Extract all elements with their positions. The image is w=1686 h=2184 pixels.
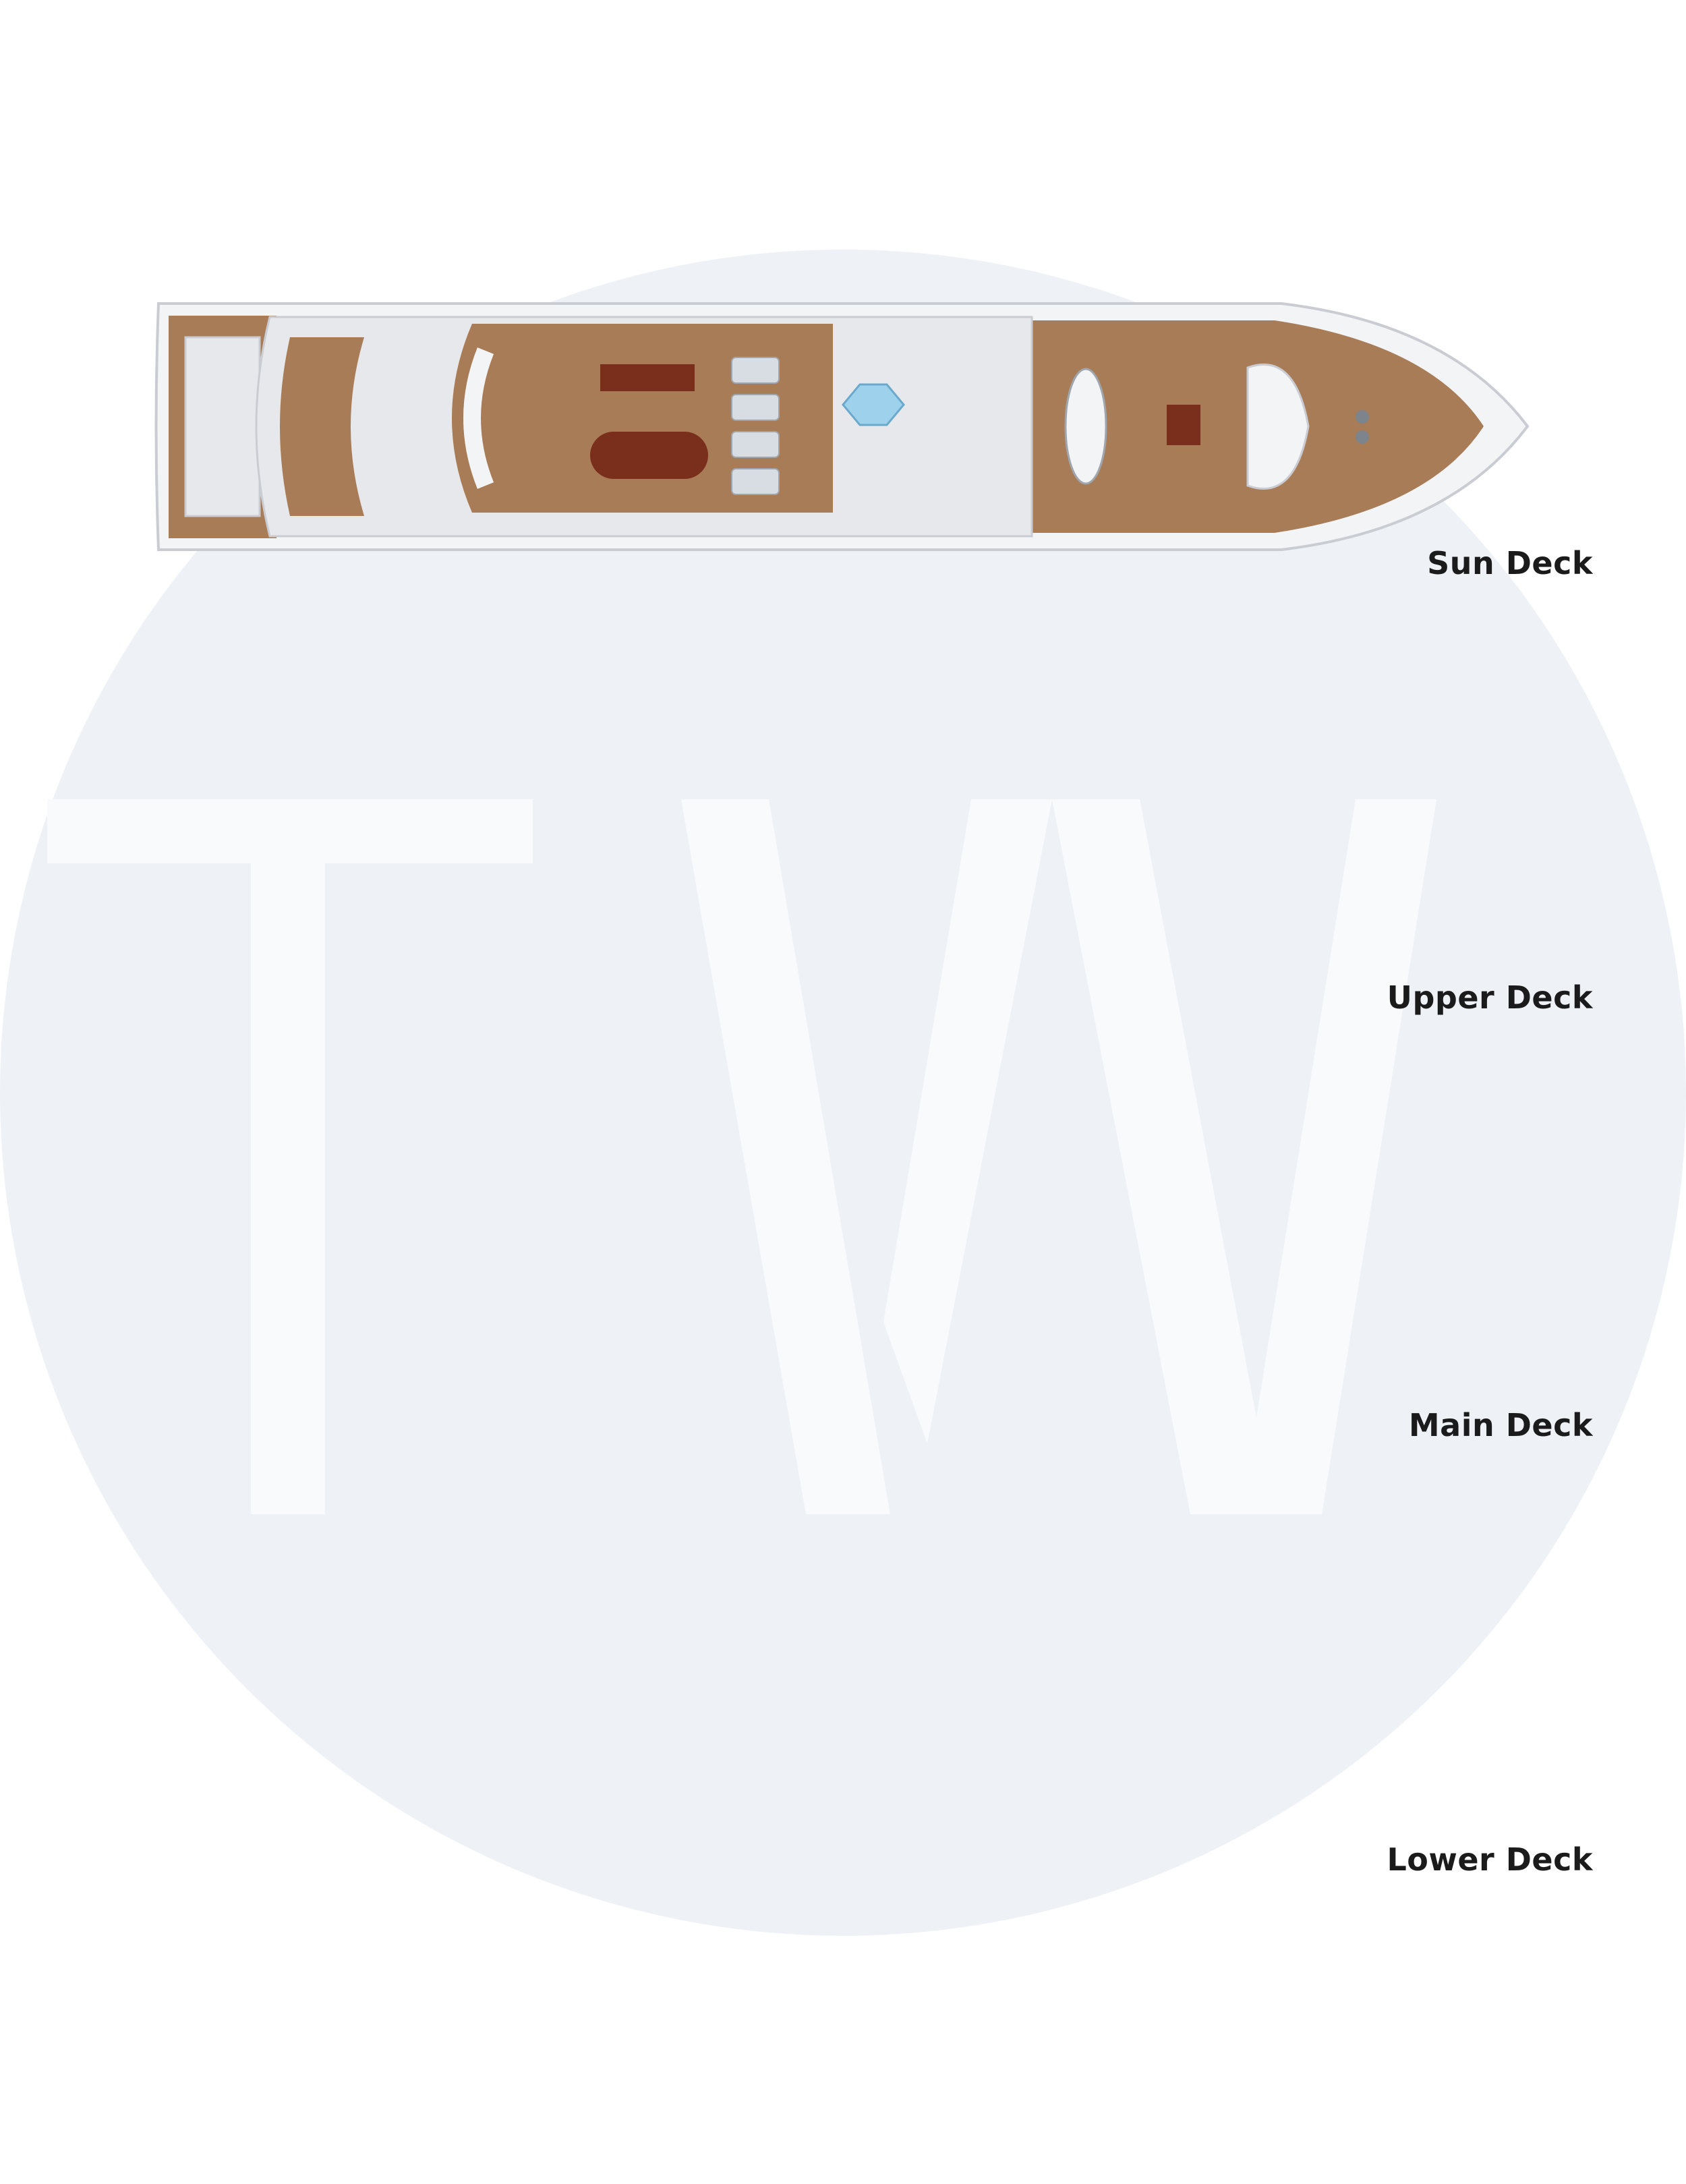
lounge-seating	[463, 347, 494, 489]
bar-counter	[600, 364, 695, 391]
jacuzzi	[842, 383, 905, 426]
tender-boat	[1064, 368, 1107, 485]
helipad-dome	[1246, 364, 1310, 490]
deck-label-sun: Sun Deck	[1427, 545, 1593, 581]
deck-label-lower: Lower Deck	[1387, 1841, 1593, 1878]
crane-hatch	[1167, 405, 1200, 445]
aft-lounge-deck	[280, 337, 364, 516]
deck-label-upper: Upper Deck	[1387, 979, 1593, 1016]
dining-table	[590, 432, 708, 479]
watermark	[0, 250, 1686, 1936]
anchor-winch	[1356, 430, 1369, 444]
watermark-logo	[47, 799, 1436, 1514]
sun-deck-plan	[154, 302, 1530, 551]
anchor-winch	[1356, 410, 1369, 424]
aft-superstructure	[184, 336, 261, 517]
deck-label-main: Main Deck	[1408, 1407, 1593, 1443]
sun-loungers	[731, 357, 780, 495]
